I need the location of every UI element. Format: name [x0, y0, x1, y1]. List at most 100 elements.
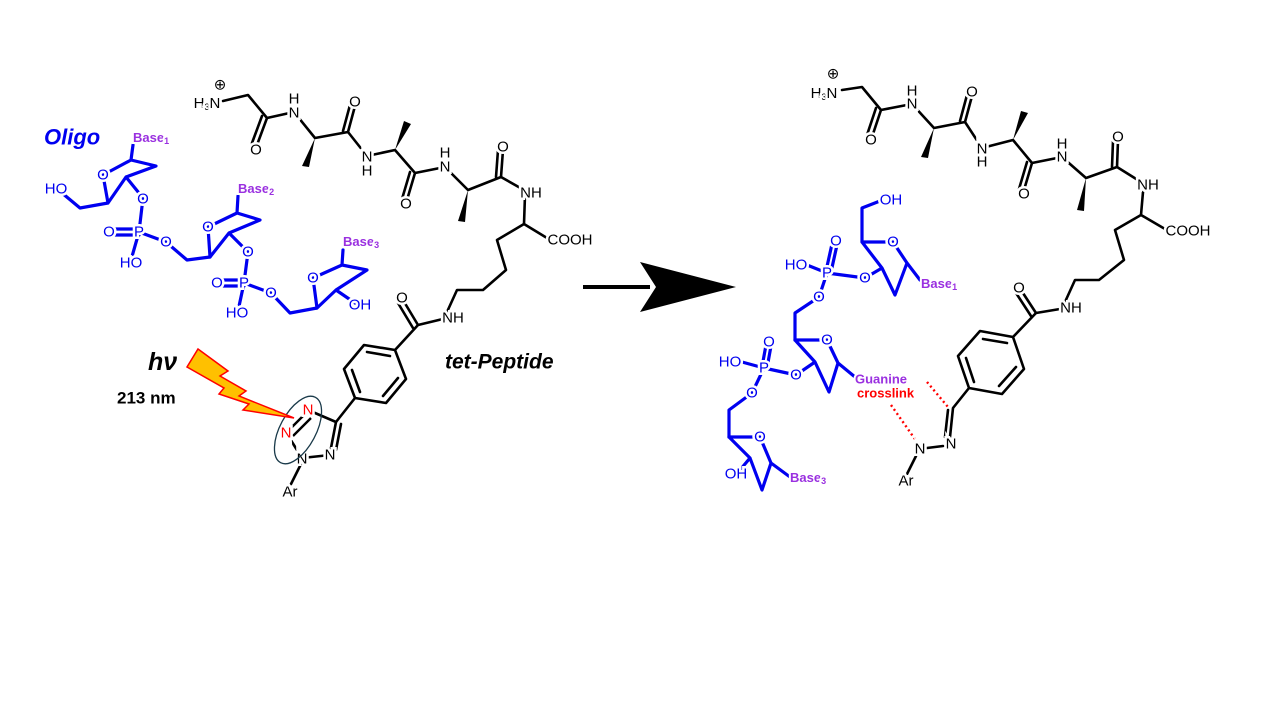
guanine-label: Guanine	[855, 372, 907, 387]
sugar-2	[793, 338, 857, 394]
hv-label: hν	[148, 348, 177, 376]
hydroxyl-label: OH	[725, 466, 748, 483]
atom-o: O	[1018, 186, 1030, 203]
reactant-peptide-labels: ⊕ H3N O N H O N H O N H O NH COOH NH O N…	[191, 74, 595, 503]
benzene-inner-bonds	[964, 337, 1018, 388]
aryl-triazole-bond	[334, 396, 357, 424]
atom-o: O	[813, 289, 825, 306]
base1-label: Base1	[133, 130, 169, 147]
base-subscript: 1	[952, 282, 957, 292]
atom-p: P	[134, 224, 144, 241]
base3-label: Base3	[790, 470, 826, 487]
arrow-head-icon	[640, 262, 736, 312]
atom-n-red: N	[303, 402, 314, 419]
subscript-3: 3	[204, 102, 209, 112]
lysine-side-chain	[445, 222, 526, 314]
atom-o: O	[137, 191, 149, 208]
atom-o: O	[821, 332, 833, 349]
hydroxyl-label: HO	[719, 354, 742, 371]
amide-carbonyl	[396, 298, 420, 330]
peptide-backbone	[840, 85, 1143, 184]
atom-n: N	[1057, 149, 1068, 166]
crosslink-dots	[890, 404, 918, 443]
atom-n: N	[907, 96, 918, 113]
product-oligo-labels: OH O O P O HO O O O P O HO O O OH Base1 …	[716, 189, 959, 488]
base3-label: Base3	[343, 234, 379, 251]
atom-nh: NH	[520, 185, 542, 202]
reaction-arrow	[583, 262, 736, 312]
hydrazone-bonds	[905, 386, 971, 476]
atom-o: O	[250, 142, 262, 159]
atom-o: O	[859, 270, 871, 287]
oligo-label: Oligo	[44, 125, 100, 150]
lysine-chain	[1139, 190, 1167, 231]
carbonyl-bond	[341, 103, 357, 134]
sugar-1	[860, 199, 922, 297]
base-subscript: 3	[374, 240, 379, 250]
base-text: Base	[133, 130, 164, 145]
atom-o: O	[754, 429, 766, 446]
product-peptide-bonds	[840, 85, 1167, 476]
base-text: Base	[343, 234, 374, 249]
phosphate-2	[218, 250, 319, 315]
wedge-bond	[458, 190, 468, 222]
atom-o: O	[242, 244, 254, 261]
base-text: Base	[921, 276, 952, 291]
atom-o: O	[400, 196, 412, 213]
atom-h: H	[362, 163, 373, 180]
peptide-backbone	[221, 93, 526, 192]
atom-h: H	[907, 83, 918, 100]
atom-h: H	[1057, 136, 1068, 153]
amide-carbonyl	[1014, 288, 1038, 318]
atom-nh: NH	[1137, 177, 1159, 194]
hydroxyl-label: HO	[120, 255, 143, 272]
wedge-bond	[1013, 111, 1028, 140]
subscript-3: 3	[821, 92, 826, 102]
atom-nh: NH	[1060, 300, 1082, 317]
atom-o: O	[97, 167, 109, 184]
atom-n: N	[289, 105, 300, 122]
lysine-side-chain	[1063, 213, 1143, 304]
atom-p: P	[239, 275, 249, 292]
atom-o: O	[265, 285, 277, 302]
wedge-bond	[302, 138, 315, 167]
atom-p: P	[822, 265, 832, 282]
carbonyl-bond	[865, 106, 883, 139]
atom-o: O	[1013, 280, 1025, 297]
atom-o: O	[887, 234, 899, 251]
atom-n: N	[440, 159, 451, 176]
atom-n: N	[297, 451, 308, 468]
atom-n: N	[325, 447, 336, 464]
atom-o: O	[1112, 129, 1124, 146]
ammonium-label: H3N	[811, 85, 838, 103]
ammonium-charge: ⊕	[827, 66, 840, 83]
sugar-3	[311, 248, 369, 310]
product-peptide-labels: ⊕ H3N O N H O N H O N H O NH COOH NH O N…	[808, 63, 1213, 492]
triazole-n-n-double-bond	[286, 411, 312, 437]
phosphate-2	[727, 343, 798, 439]
carboxyl-label: COOH	[548, 232, 593, 249]
hydroxyl-label: HO	[45, 181, 68, 198]
base-text: Base	[790, 470, 821, 485]
wedge-bond	[921, 128, 934, 158]
h-text: H	[194, 95, 205, 112]
atom-h: H	[289, 91, 300, 108]
base1-label: Base1	[921, 276, 957, 293]
ammonium-charge: ⊕	[214, 77, 227, 94]
base-subscript: 1	[164, 136, 169, 146]
carbonyl-bond	[400, 170, 417, 202]
h-text: H	[811, 85, 822, 102]
atom-p: P	[759, 360, 769, 377]
n-text: N	[210, 95, 221, 112]
atom-o: O	[746, 385, 758, 402]
base-text: Base	[238, 181, 269, 196]
carbonyl-bond	[958, 93, 974, 124]
n-text: N	[827, 85, 838, 102]
tetrazole-highlight-ellipse	[273, 395, 323, 465]
atom-o: O	[160, 234, 172, 251]
atom-o: O	[763, 334, 775, 351]
carbonyl-bond	[1017, 160, 1034, 192]
reactant-oligo-labels: O HO O P O HO O O O P O HO O O OH Base1 …	[42, 128, 381, 325]
